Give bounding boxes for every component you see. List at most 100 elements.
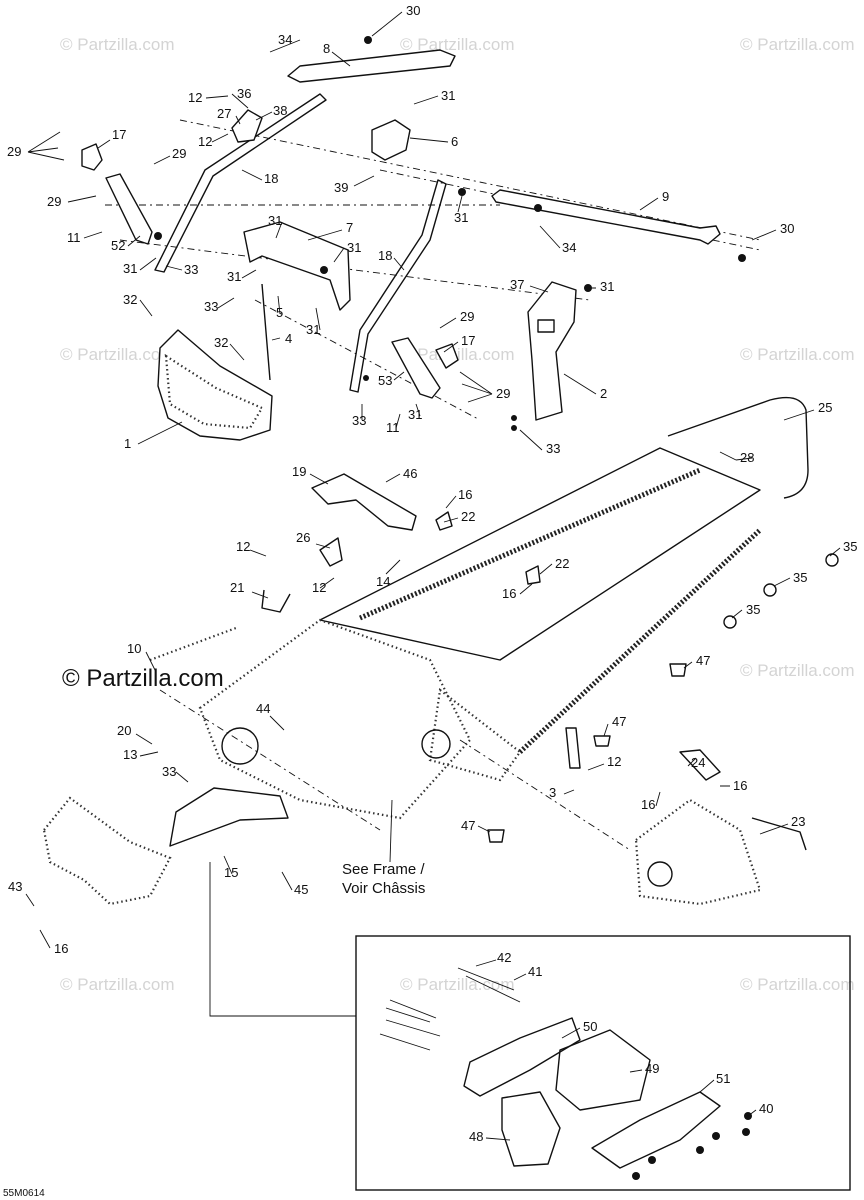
callout-label: 31	[268, 213, 282, 228]
rear-plate-bracket	[679, 749, 721, 781]
small-clip-b	[525, 565, 541, 585]
leader-lines	[25, 11, 841, 1141]
watermark: © Partzilla.com	[60, 35, 175, 54]
callout-label: 45	[294, 882, 308, 897]
callout-label: 35	[793, 570, 807, 585]
callout-label: 20	[117, 723, 131, 738]
steering-arm-left	[154, 93, 327, 273]
front-frame	[42, 796, 172, 906]
upper-assembly	[81, 36, 761, 441]
mount-block-center	[555, 1029, 651, 1111]
tunnel-edge-right	[518, 528, 762, 754]
watermark: © Partzilla.com	[740, 975, 855, 994]
side-plate	[527, 281, 577, 421]
watermark: © Partzilla.com	[60, 345, 175, 364]
clip-bracket	[261, 589, 291, 613]
watermark: © Partzilla.com	[400, 35, 515, 54]
callout-label: 12	[236, 539, 250, 554]
callout-label: 31	[441, 88, 455, 103]
steering-arm-right	[349, 179, 447, 393]
callout-label: 47	[612, 714, 626, 729]
callout-label: 32	[214, 335, 228, 350]
callout-label: 17	[461, 333, 475, 348]
callouts: 30 34 8 36 12 38 27 12 31 6 17 29 29 18 …	[7, 3, 857, 1144]
upper-bracket	[371, 119, 411, 161]
watermark: © Partzilla.com	[60, 975, 175, 994]
callout-label: 27	[217, 106, 231, 121]
callout-label: 11	[386, 420, 400, 435]
callout-label: 41	[528, 964, 542, 979]
callout-label: 52	[111, 238, 125, 253]
callout-label: 21	[230, 580, 244, 595]
mount-block	[169, 787, 289, 847]
mount-insert	[501, 1091, 561, 1167]
callout-label: 42	[497, 950, 511, 965]
callout-label: 17	[112, 127, 126, 142]
callout-label: 16	[458, 487, 472, 502]
callout-label: 28	[740, 450, 754, 465]
callout-label: 33	[204, 299, 218, 314]
frame-body	[198, 618, 472, 820]
callout-label: 24	[691, 755, 705, 770]
callout-label: 34	[562, 240, 576, 255]
watermark-bold: © Partzilla.com	[62, 665, 224, 692]
side-brace-bar	[491, 189, 721, 245]
callout-label: 12	[198, 134, 212, 149]
front-bumper-shell	[157, 329, 273, 441]
callout-label: 31	[123, 261, 137, 276]
callout-label: 39	[334, 180, 348, 195]
callout-label: 19	[292, 464, 306, 479]
rear-plate	[634, 798, 762, 906]
strap	[565, 727, 581, 769]
cross-bracket	[243, 221, 351, 311]
callout-label: 50	[583, 1019, 597, 1034]
callout-label: 49	[645, 1061, 659, 1076]
callout-label: 34	[278, 32, 292, 47]
wheel-front	[221, 727, 259, 765]
callout-label: 29	[496, 386, 510, 401]
callout-label: 16	[502, 586, 516, 601]
callout-label: 43	[8, 879, 22, 894]
callout-label: 26	[296, 530, 310, 545]
top-bracket	[311, 473, 417, 531]
callout-label: 22	[555, 556, 569, 571]
callout-label: 18	[264, 171, 278, 186]
callout-label: 47	[696, 653, 710, 668]
callout-label: 35	[746, 602, 760, 617]
callout-label: 29	[172, 146, 186, 161]
drawing-code: 55M0614	[3, 1188, 45, 1199]
callout-label: 16	[641, 797, 655, 812]
callout-label: 22	[461, 509, 475, 524]
side-plate-cutout	[537, 319, 555, 333]
detail-inset-frame	[355, 935, 851, 1191]
watermark: © Partzilla.com	[400, 975, 515, 994]
callout-label: 35	[843, 539, 857, 554]
callout-label: 40	[759, 1101, 773, 1116]
callout-label: 9	[662, 189, 669, 204]
mount-rail-lower	[591, 1091, 721, 1169]
bracket-right-lower	[391, 337, 441, 399]
callout-label: 11	[67, 230, 81, 245]
callout-label: 33	[162, 764, 176, 779]
callout-label: 31	[454, 210, 468, 225]
callout-label: 38	[273, 103, 287, 118]
callout-label: 16	[54, 941, 68, 956]
callout-label: 46	[403, 466, 417, 481]
tunnel-top	[319, 447, 761, 661]
note-line-2: Voir Châssis	[342, 880, 425, 897]
bracket-left-lower	[105, 173, 153, 245]
watermark: © Partzilla.com	[740, 35, 855, 54]
callout-label: 6	[451, 134, 458, 149]
callout-label: 33	[546, 441, 560, 456]
rear-grab-handle	[667, 396, 809, 499]
callout-label: 16	[733, 778, 747, 793]
callout-label: 31	[347, 240, 361, 255]
callout-label: 12	[188, 90, 202, 105]
tunnel-assembly	[42, 396, 839, 1017]
bracket-right-upper	[435, 343, 459, 369]
callout-label: 48	[469, 1129, 483, 1144]
watermark: © Partzilla.com	[740, 661, 855, 680]
front-rail	[149, 626, 237, 662]
